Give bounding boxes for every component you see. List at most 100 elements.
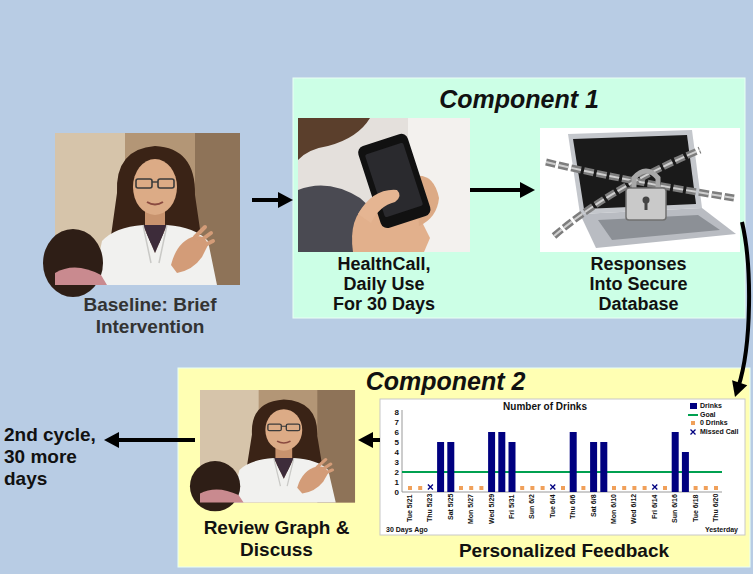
chart-title: Number of Drinks [480,401,610,413]
illustration-part [437,432,689,492]
illustration-part [672,432,679,492]
legend-text: 0 Drinks [700,419,728,427]
axis-tick: 0 [385,488,399,497]
date-label: Tue 5/21 [406,495,414,523]
legend-row: 0 Drinks [688,419,728,427]
date-label: Fri 5/31 [508,494,516,519]
axis-tick: 6 [385,428,399,437]
illustration-part [520,486,524,490]
illustration-part [380,399,745,535]
counselor-photo [43,133,240,297]
illustration-part [447,442,454,492]
illustration-part [541,486,545,490]
date-label: Wed 5/29 [488,494,496,524]
legend-row: Drinks [688,402,722,410]
connector-line [114,438,195,442]
component-fill [178,368,750,567]
illustration-part [418,486,422,490]
illustration-part [498,432,505,492]
axis-note: Yesterday [680,526,738,534]
illustration-part [530,486,534,490]
component-fill [293,78,745,318]
connector-line [738,222,749,387]
legend-sample [688,402,698,410]
illustration-part [612,486,616,490]
connector-line [470,188,525,192]
legend-row: Goal [688,411,716,419]
illustration-part [402,410,403,492]
counselor-photo [190,390,355,511]
legend-sample [688,419,698,427]
arrowhead [358,432,373,448]
axis-tick: 2 [385,468,399,477]
illustration-part [540,128,740,252]
illustration-part [622,486,626,490]
illustration-part [356,132,432,230]
illustration-part [561,486,565,490]
illustration-part [645,201,648,210]
component-title: Component 2 [268,368,623,394]
node-label: Review Graph & Discuss [197,517,357,561]
photo-node: Responses Into Secure Database [535,125,742,316]
illustration-part [358,190,400,223]
illustration-part [570,432,577,492]
illustration-part [469,486,473,490]
date-label: Thu 5/23 [426,494,434,522]
illustration-part [682,452,689,492]
illustration-part [550,485,555,490]
illustration-part [509,442,516,492]
illustration-part [652,485,657,490]
illustration-part [488,432,495,492]
date-label: Wed 6/12 [630,494,638,524]
arrowhead [278,192,293,208]
legend-sample [688,411,698,419]
illustration-part [428,485,657,490]
photo-node: HealthCall, Daily Use For 30 Days [298,118,470,316]
date-label: Sat 6/8 [590,494,598,517]
illustration-part [356,132,432,230]
date-label: Sun 6/2 [528,494,536,519]
illustration-part [714,486,718,490]
legend-swatch [691,421,695,425]
illustration-part [408,486,412,490]
date-label: Fri 6/14 [651,494,659,519]
axis-tick: 7 [385,418,399,427]
illustration-part [600,442,607,492]
axis-tick: 1 [385,478,399,487]
illustration-part [626,188,666,220]
legend-swatch [690,403,697,409]
illustration-part [298,118,470,252]
legend-sample [688,428,698,436]
component-box: Component 1HealthCall, Daily Use For 30 … [293,78,745,318]
illustration-part [663,486,667,490]
connector-arrow [104,432,195,448]
illustration-part [554,150,700,236]
date-label: Mon 6/10 [610,494,618,524]
node-label: Personalized Feedback [414,540,714,562]
illustration-part [694,486,698,490]
date-label: Sat 5/25 [447,494,455,520]
arrowhead [104,432,119,448]
date-label: Tue 6/4 [549,494,557,518]
legend-text: Drinks [700,402,722,410]
legend-sample-mark [688,414,698,416]
date-label: Thu 6/6 [569,494,577,519]
illustration-part [704,486,708,490]
node-label: Responses Into Secure Database [584,254,694,314]
legend-row: Missed Call [688,428,739,436]
axis-tick: 5 [385,438,399,447]
illustration-part [632,486,636,490]
component-box: Component 2 Review Graph & DiscussPersona… [178,368,750,567]
node-label: Baseline: Brief Intervention [48,294,252,338]
locked-laptop-photo [540,128,740,252]
illustration-part [581,486,585,490]
photo-node: Review Graph & Discuss [195,388,358,563]
legend-text: Goal [700,411,716,419]
illustration-part [590,442,597,492]
date-label: Sun 6/16 [671,494,679,523]
legend-line-sample [688,411,698,419]
connector-arrow [732,222,749,397]
axis-note: 30 Days Ago [386,526,428,534]
connector-arrow [252,192,293,208]
